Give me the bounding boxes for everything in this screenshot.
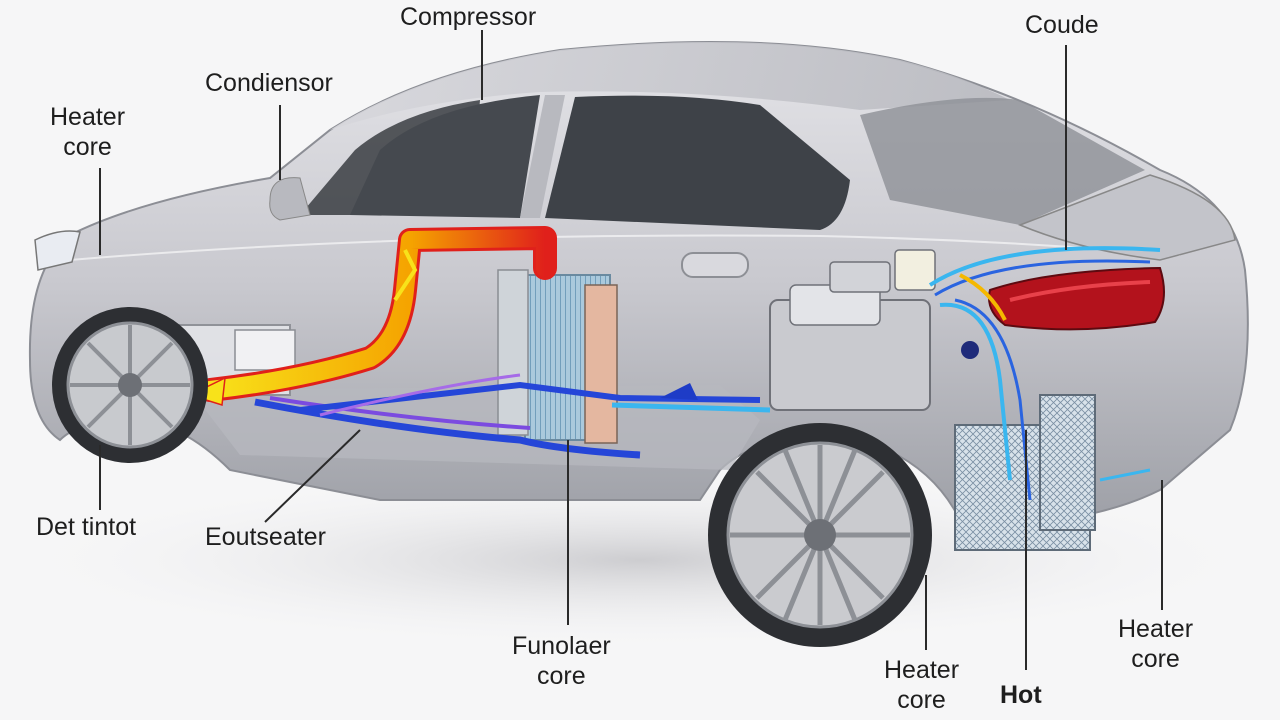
rear-heater-unit (954, 394, 1096, 551)
label-condenser: Condiensor (205, 69, 333, 97)
rear-wheel (708, 423, 932, 647)
front-wheel (52, 307, 208, 463)
engine-bay-components (769, 249, 979, 411)
label-hot: Hot (1000, 681, 1042, 709)
label-coude: Coude (1025, 11, 1099, 39)
label-funolaer-core: Funolaer core (512, 632, 611, 690)
taillight-highlight (1009, 280, 1151, 302)
label-eouteater: Eoutseater (205, 523, 326, 551)
front-window (350, 95, 540, 218)
cabin-radiator (497, 269, 618, 444)
trunk-lid (1017, 174, 1236, 261)
side-mirror (269, 177, 311, 221)
label-heater-core-right: Heater core (1118, 615, 1194, 673)
leader-eouteater (264, 429, 361, 523)
leader-lines (99, 30, 1163, 670)
label-det-tintot: Det tintot (36, 513, 137, 541)
cold-airflow (254, 373, 771, 459)
door-handle (681, 252, 749, 278)
rear-side-window (545, 95, 850, 230)
roof-panel (330, 42, 1010, 130)
label-heater-core-front: Heater core (50, 103, 126, 161)
body-line (69, 234, 1181, 261)
rear-airflow (928, 246, 1161, 501)
label-compressor: Compressor (400, 3, 537, 31)
rear-window (860, 97, 1145, 225)
b-pillar (520, 95, 565, 218)
label-heater-core-bottom: Heater core (884, 656, 960, 714)
hot-airflow (187, 226, 557, 406)
headlight (34, 230, 81, 271)
